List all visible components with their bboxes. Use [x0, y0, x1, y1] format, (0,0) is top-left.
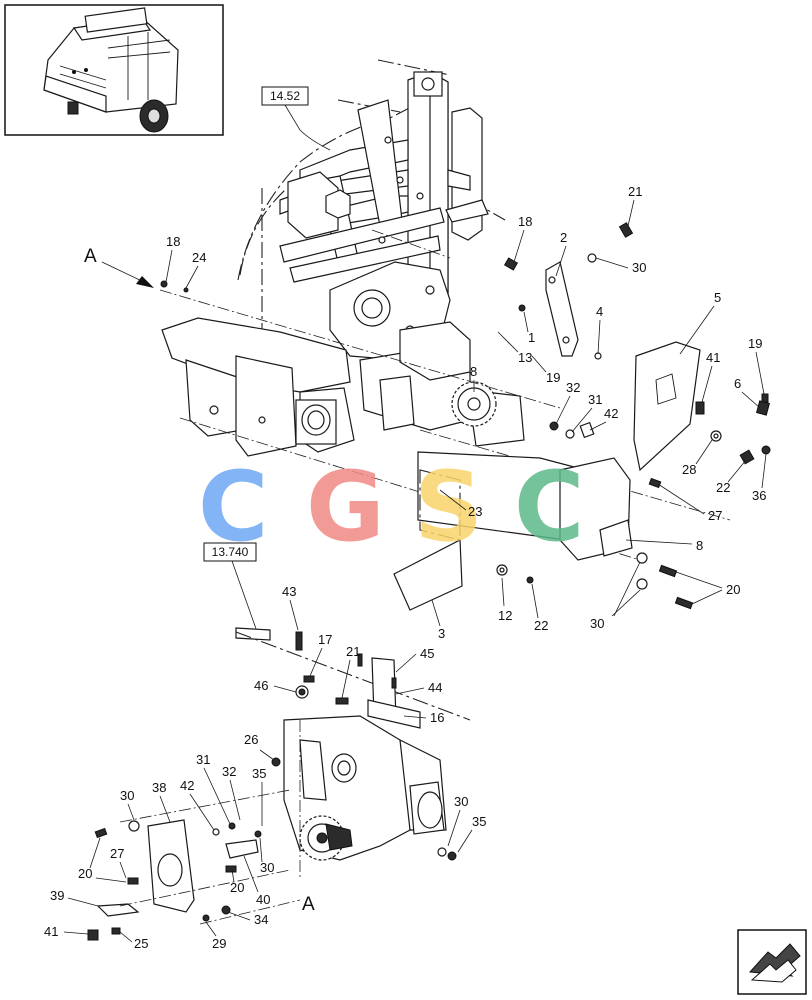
callout[interactable]: 31: [196, 752, 210, 767]
callout[interactable]: 41: [706, 350, 720, 365]
ref-box-middle[interactable]: 13.740: [203, 542, 257, 562]
callout[interactable]: 35: [252, 766, 266, 781]
cgsc-watermark: C G S C: [198, 451, 584, 563]
ref-label-middle: 13.740: [212, 545, 249, 559]
callout[interactable]: 5: [714, 290, 721, 305]
callout[interactable]: 25: [134, 936, 148, 951]
callout[interactable]: 45: [420, 646, 434, 661]
callout[interactable]: 23: [468, 504, 482, 519]
callout[interactable]: 30: [120, 788, 134, 803]
view-label-upper: A: [84, 246, 97, 267]
lower-sprocket-icon: [299, 815, 353, 861]
callout[interactable]: 32: [566, 380, 580, 395]
callout[interactable]: 35: [472, 814, 486, 829]
callout[interactable]: 30: [454, 794, 468, 809]
callout[interactable]: 22: [534, 618, 548, 633]
callout[interactable]: 27: [708, 508, 722, 523]
watermark-letter-g: G: [306, 451, 385, 563]
arrowhead-icon: [136, 276, 154, 288]
callout[interactable]: 18: [518, 214, 532, 229]
callout[interactable]: 46: [254, 678, 268, 693]
callout[interactable]: 16: [430, 710, 444, 725]
callout[interactable]: 21: [628, 184, 642, 199]
callout[interactable]: 19: [748, 336, 762, 351]
main-frame-assembly: [159, 59, 731, 561]
callout[interactable]: 18: [166, 234, 180, 249]
machine-thumbnail: [4, 4, 224, 136]
next-page-nav[interactable]: [737, 929, 807, 995]
callout[interactable]: 32: [222, 764, 236, 779]
callout[interactable]: 17: [318, 632, 332, 647]
watermark-letter-c2: C: [514, 451, 584, 563]
callout[interactable]: 30: [260, 860, 274, 875]
hardware-upper: [160, 222, 771, 610]
callout[interactable]: 12: [498, 608, 512, 623]
callout[interactable]: 20: [726, 582, 740, 597]
callout[interactable]: 28: [682, 462, 696, 477]
callout[interactable]: 38: [152, 780, 166, 795]
callout[interactable]: 2: [560, 230, 567, 245]
callout[interactable]: 43: [282, 584, 296, 599]
callout[interactable]: 41: [44, 924, 58, 939]
ref-label-top: 14.52: [270, 89, 300, 103]
view-label-lower: A: [302, 894, 315, 915]
sprocket-icon: [451, 381, 497, 427]
callout[interactable]: 13: [518, 350, 532, 365]
callouts-lower: 43 17 21 45 46 44 16 26 35 31 32 42: [44, 584, 486, 951]
callout[interactable]: 42: [180, 778, 194, 793]
callout[interactable]: 30: [590, 616, 604, 631]
callout[interactable]: 6: [734, 376, 741, 391]
callout[interactable]: 8: [470, 364, 477, 379]
upper-right-parts: [160, 222, 771, 611]
callout[interactable]: 26: [244, 732, 258, 747]
callout[interactable]: 4: [596, 304, 603, 319]
callout[interactable]: 3: [438, 626, 445, 641]
callout[interactable]: 39: [50, 888, 64, 903]
next-arrow-icon: [748, 943, 801, 983]
callout[interactable]: 42: [604, 406, 618, 421]
callouts-upper: 21 18 2 30 18 24 4 5 1 13 19 8 4: [165, 184, 766, 641]
callout[interactable]: 44: [428, 680, 442, 695]
callout[interactable]: 19: [546, 370, 560, 385]
view-a-arrow: A: [84, 246, 154, 288]
callout[interactable]: 21: [346, 644, 360, 659]
callout[interactable]: 8: [696, 538, 703, 553]
callout[interactable]: 22: [716, 480, 730, 495]
callout[interactable]: 27: [110, 846, 124, 861]
watermark-letter-s: S: [414, 451, 483, 563]
watermark-letter-c1: C: [198, 451, 268, 563]
callout[interactable]: 1: [528, 330, 535, 345]
ref-box-top[interactable]: 14.52: [261, 86, 309, 106]
hardware-lower: [87, 631, 457, 941]
callout[interactable]: 30: [632, 260, 646, 275]
lower-assembly: [87, 627, 471, 941]
callout[interactable]: 20: [230, 880, 244, 895]
callout[interactable]: 40: [256, 892, 270, 907]
baler-thumbnail-icon: [43, 7, 179, 133]
callout[interactable]: 34: [254, 912, 268, 927]
callout[interactable]: 36: [752, 488, 766, 503]
callout[interactable]: 31: [588, 392, 602, 407]
callout[interactable]: 29: [212, 936, 226, 951]
callout[interactable]: 20: [78, 866, 92, 881]
callout[interactable]: 24: [192, 250, 206, 265]
